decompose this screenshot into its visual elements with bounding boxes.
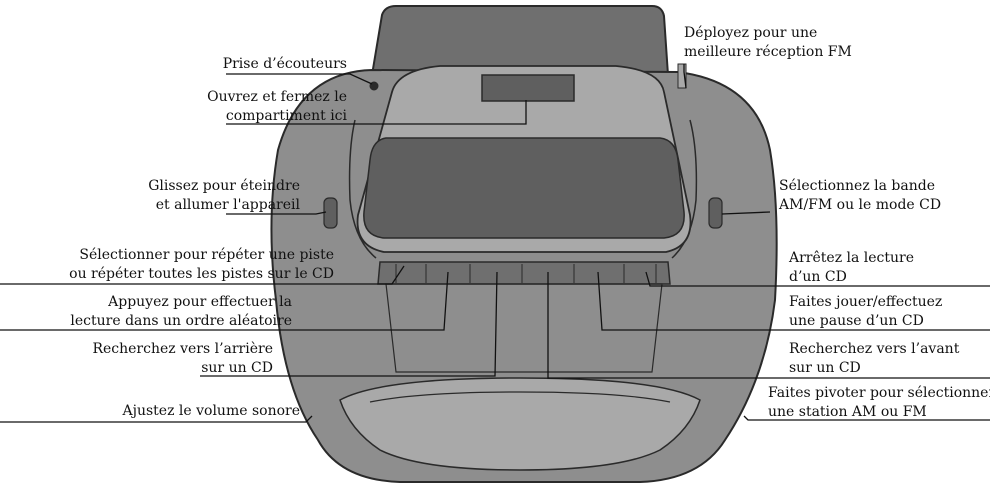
fm-antenna[interactable]	[677, 63, 687, 89]
leader-search-fwd	[547, 272, 990, 379]
volume-tuning-dial[interactable]	[339, 377, 701, 471]
leader-headphone	[226, 73, 373, 85]
front-panel	[385, 283, 663, 373]
dial-inner-curve	[369, 391, 671, 403]
label-repeat-button: Sélectionner pour répéter une piste ou r…	[69, 247, 334, 282]
leader-antenna	[683, 64, 687, 89]
leader-volume	[0, 415, 313, 423]
leader-search-back	[200, 271, 498, 377]
label-search-forward-button: Recherchez vers l’avant sur un CD	[789, 341, 960, 376]
label-fm-antenna: Déployez pour une meilleure réception FM	[684, 25, 852, 60]
left-side-ridge	[348, 119, 377, 259]
leader-stop	[645, 271, 990, 287]
leader-repeat	[0, 265, 405, 285]
leader-band	[721, 211, 771, 215]
label-play-pause-button: Faites jouer/effectuez une pause d’un CD	[789, 294, 943, 329]
label-volume-dial: Ajustez le volume sonore	[122, 403, 300, 419]
band-selector-slider[interactable]	[708, 197, 723, 229]
lid-release-slot[interactable]	[481, 74, 575, 102]
lid-window	[363, 137, 685, 239]
label-lid-release: Ouvrez et fermez le compartiment ici	[207, 89, 347, 124]
button-strip	[377, 261, 671, 285]
label-search-back-button: Recherchez vers l’arrière sur un CD	[92, 341, 273, 376]
label-headphone-jack: Prise d’écouteurs	[222, 56, 347, 72]
leader-compartment	[226, 100, 527, 125]
label-stop-button: Arrêtez la lecture d’un CD	[789, 250, 915, 285]
label-power-slider: Glissez pour éteindre et allumer l'appar…	[148, 178, 300, 213]
power-slider[interactable]	[323, 197, 338, 229]
label-band-slider: Sélectionnez la bande AM/FM ou le mode C…	[779, 178, 942, 213]
repeat-button[interactable]	[394, 265, 414, 282]
label-tuning-dial: Faites pivoter pour sélectionner une sta…	[768, 385, 990, 420]
leader-play	[597, 271, 990, 331]
leader-tuning	[743, 415, 990, 421]
label-random-button: Appuyez pour effectuer la lecture dans u…	[70, 294, 292, 329]
leader-random	[0, 271, 449, 331]
leader-power	[226, 211, 327, 215]
carry-handle	[370, 5, 670, 76]
